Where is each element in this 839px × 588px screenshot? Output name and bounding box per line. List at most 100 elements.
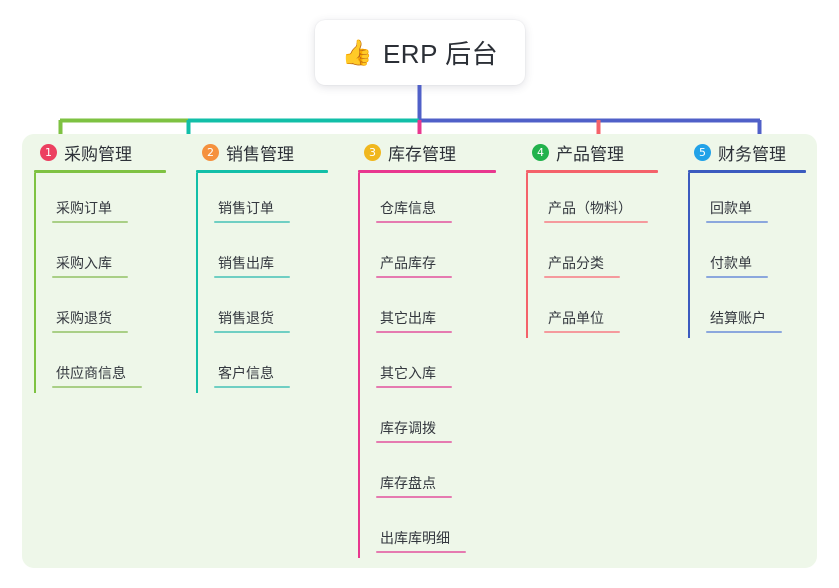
leaf-label: 产品单位: [548, 310, 604, 326]
leaf-underline: [214, 276, 290, 278]
leaf-underline: [52, 386, 142, 388]
leaf-underline: [376, 441, 452, 443]
leaf-label: 付款单: [710, 255, 752, 271]
leaf-underline: [706, 276, 768, 278]
branch-header-4[interactable]: 4 产品管理: [514, 134, 676, 170]
leaf-label: 客户信息: [218, 365, 274, 381]
leaf-inner: 供应商信息: [52, 363, 142, 393]
leaf-label: 销售订单: [218, 200, 274, 216]
leaf-underline: [214, 386, 290, 388]
leaf-label: 采购订单: [56, 200, 112, 216]
leaf-node[interactable]: 采购订单: [34, 173, 184, 228]
leaf-node[interactable]: 客户信息: [196, 338, 346, 393]
leaf-label: 库存盘点: [380, 475, 436, 491]
leaf-node[interactable]: 结算账户: [688, 283, 816, 338]
leaf-node[interactable]: 出库库明细: [358, 503, 514, 558]
leaf-inner: 客户信息: [214, 363, 290, 393]
leaf-inner: 出库库明细: [376, 528, 466, 558]
leaf-node[interactable]: 其它入库: [358, 338, 514, 393]
leaf-inner: 库存盘点: [376, 473, 452, 503]
leaf-inner: 采购入库: [52, 253, 128, 283]
branch-title-4: 产品管理: [556, 144, 624, 164]
branch-badge-2: 2: [202, 143, 219, 161]
leaf-label: 出库库明细: [380, 530, 450, 546]
leaf-inner: 产品（物料）: [544, 198, 648, 228]
branch-rule-4: [526, 170, 658, 173]
leaf-node[interactable]: 采购退货: [34, 283, 184, 338]
leaf-underline: [544, 331, 620, 333]
branch-leaf-list-4: 产品（物料） 产品分类产品单位: [526, 173, 676, 338]
branch-column-4: 4 产品管理产品（物料） 产品分类产品单位: [514, 134, 676, 338]
leaf-label: 仓库信息: [380, 200, 436, 216]
branch-leaf-list-2: 销售订单销售出库销售退货客户信息: [196, 173, 346, 393]
branch-spine-3: [358, 173, 360, 558]
leaf-inner: 销售退货: [214, 308, 290, 338]
leaf-node[interactable]: 采购入库: [34, 228, 184, 283]
leaf-underline: [544, 221, 648, 223]
leaf-inner: 采购退货: [52, 308, 128, 338]
leaf-node[interactable]: 销售出库: [196, 228, 346, 283]
leaf-underline: [52, 331, 128, 333]
leaf-underline: [52, 221, 128, 223]
leaf-node[interactable]: 仓库信息: [358, 173, 514, 228]
leaf-label: 回款单: [710, 200, 752, 216]
branch-rule-2: [196, 170, 328, 173]
leaf-inner: 结算账户: [706, 308, 782, 338]
leaf-node[interactable]: 销售退货: [196, 283, 346, 338]
leaf-label: 采购退货: [56, 310, 112, 326]
leaf-inner: 销售出库: [214, 253, 290, 283]
leaf-label: 销售出库: [218, 255, 274, 271]
leaf-label: 产品库存: [380, 255, 436, 271]
leaf-node[interactable]: 付款单: [688, 228, 816, 283]
branch-badge-4: 4: [532, 143, 549, 161]
leaf-inner: 仓库信息: [376, 198, 452, 228]
leaf-node[interactable]: 产品库存: [358, 228, 514, 283]
leaf-inner: 其它出库: [376, 308, 452, 338]
branch-spine-4: [526, 173, 528, 338]
branch-rule-5: [688, 170, 806, 173]
branch-spine-1: [34, 173, 36, 393]
branch-leaf-list-1: 采购订单采购入库采购退货供应商信息: [34, 173, 184, 393]
branch-spine-5: [688, 173, 690, 338]
leaf-label: 结算账户: [710, 310, 766, 326]
branch-spine-2: [196, 173, 198, 393]
leaf-label: 采购入库: [56, 255, 112, 271]
leaf-inner: 回款单: [706, 198, 768, 228]
content-panel: [22, 134, 817, 568]
leaf-inner: 产品库存: [376, 253, 452, 283]
leaf-inner: 其它入库: [376, 363, 452, 393]
leaf-node[interactable]: 产品单位: [526, 283, 676, 338]
leaf-node[interactable]: 库存调拨: [358, 393, 514, 448]
leaf-inner: 库存调拨: [376, 418, 452, 448]
branch-title-1: 采购管理: [64, 144, 132, 164]
leaf-underline: [52, 276, 128, 278]
branch-title-3: 库存管理: [388, 144, 456, 164]
leaf-underline: [376, 386, 452, 388]
leaf-node[interactable]: 销售订单: [196, 173, 346, 228]
leaf-node[interactable]: 供应商信息: [34, 338, 184, 393]
leaf-inner: 产品分类: [544, 253, 620, 283]
root-title: ERP 后台: [382, 39, 499, 69]
leaf-underline: [706, 221, 768, 223]
leaf-node[interactable]: 产品分类: [526, 228, 676, 283]
leaf-label: 库存调拨: [380, 420, 436, 436]
leaf-underline: [214, 221, 290, 223]
leaf-node[interactable]: 其它出库: [358, 283, 514, 338]
leaf-label: 供应商信息: [56, 365, 126, 381]
root-node[interactable]: 👍 ERP 后台: [315, 20, 525, 85]
leaf-node[interactable]: 回款单: [688, 173, 816, 228]
leaf-node[interactable]: 库存盘点: [358, 448, 514, 503]
leaf-underline: [376, 496, 452, 498]
leaf-node[interactable]: 产品（物料）: [526, 173, 676, 228]
leaf-label: 销售退货: [218, 310, 274, 326]
leaf-label: 其它入库: [380, 365, 436, 381]
leaf-label: 产品（物料）: [548, 200, 632, 216]
